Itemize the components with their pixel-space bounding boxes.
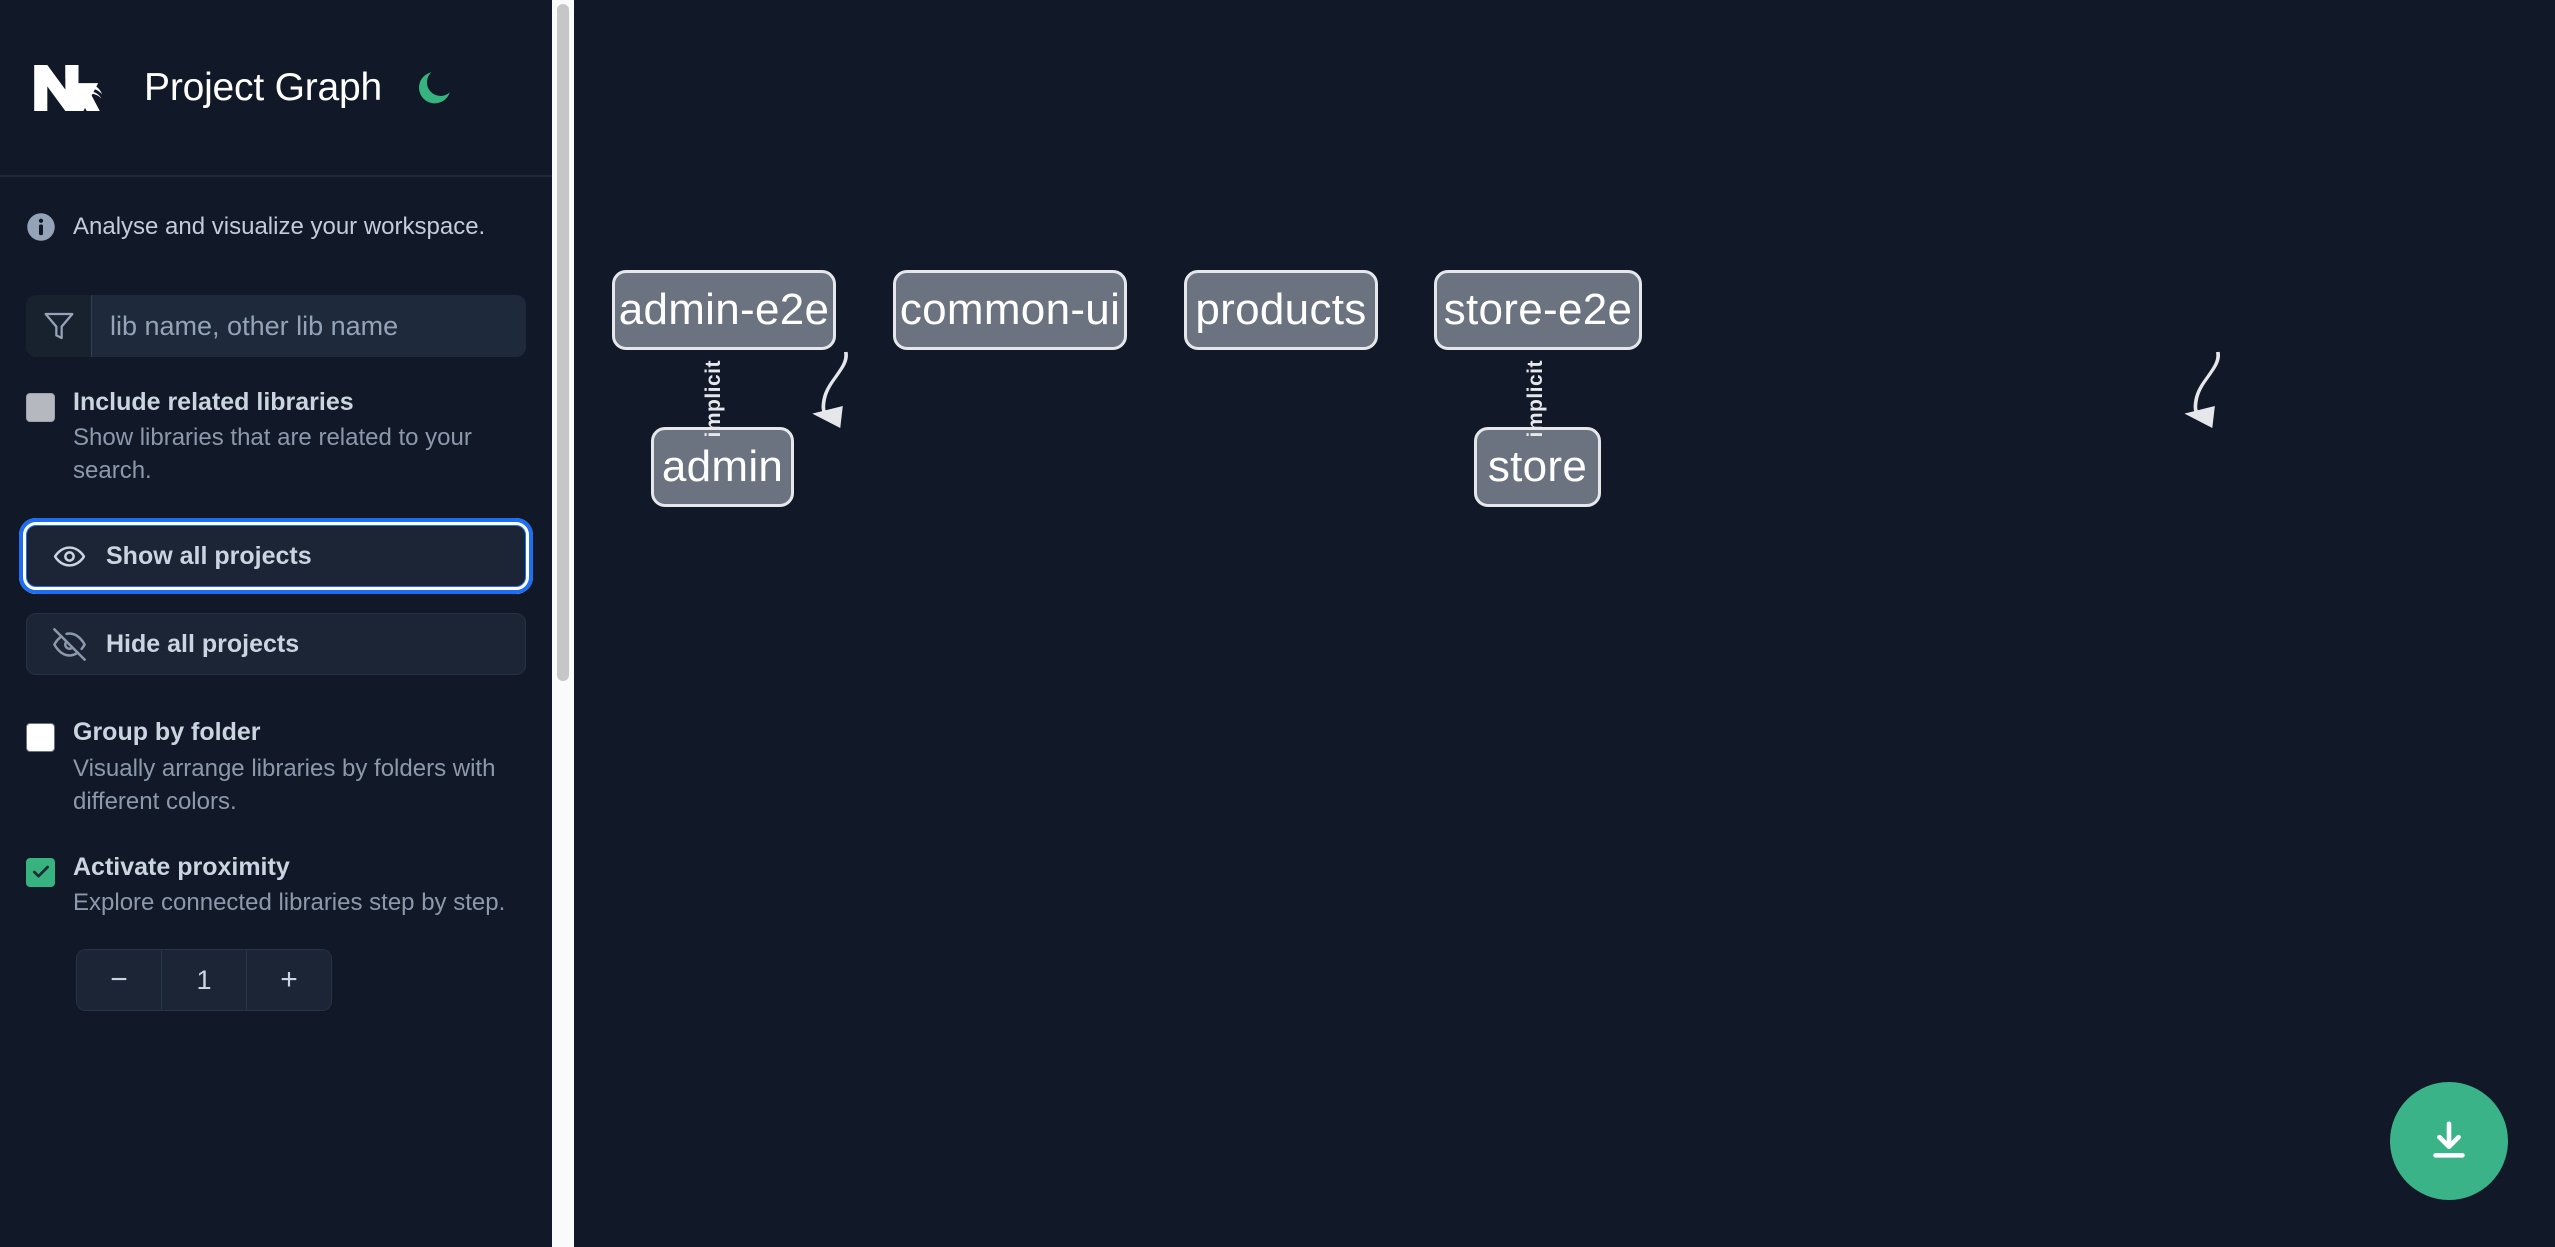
- option-texts: Activate proximity Explore connected lib…: [73, 852, 526, 919]
- option-description: Visually arrange libraries by folders wi…: [73, 754, 496, 815]
- info-icon: [26, 212, 56, 242]
- sidebar-scrollbar-thumb[interactable]: [557, 4, 569, 681]
- checkbox-include-related-libraries[interactable]: [26, 393, 55, 422]
- proximity-value: 1: [162, 950, 246, 1011]
- option-include-related-libraries[interactable]: Include related libraries Show libraries…: [26, 387, 526, 487]
- option-description: Explore connected libraries step by step…: [73, 889, 506, 917]
- option-description: Show libraries that are related to your …: [73, 424, 472, 485]
- graph-node-label: products: [1195, 285, 1367, 334]
- graph-node-label: common-ui: [899, 285, 1121, 334]
- edge-store-e2e-store: [2184, 351, 2220, 429]
- visibility-button-group: Show all projects Hide all projects: [19, 518, 533, 676]
- eye-off-icon: [53, 628, 86, 661]
- graph-node-label: store-e2e: [1443, 285, 1633, 334]
- option-texts: Group by folder Visually arrange librari…: [73, 717, 526, 817]
- download-icon: [2433, 1121, 2465, 1158]
- download-button[interactable]: [2390, 1082, 2508, 1200]
- stepper-divider: [161, 950, 162, 1011]
- workspace-blurb: Analyse and visualize your workspace.: [26, 177, 526, 277]
- graph-edges: [812, 351, 2220, 429]
- graph-node-store[interactable]: store: [1474, 427, 1601, 507]
- graph-canvas[interactable]: admin-e2e common-ui products store-e2e a…: [552, 0, 2555, 1247]
- checkbox-group-by-folder[interactable]: [26, 723, 55, 753]
- hide-all-projects-button[interactable]: Hide all projects: [26, 613, 526, 676]
- graph-node-common-ui[interactable]: common-ui: [893, 270, 1127, 350]
- edge-admin-e2e-admin: [812, 351, 848, 429]
- filter-icon: [26, 295, 92, 357]
- moon-icon[interactable]: [412, 66, 456, 110]
- proximity-stepper[interactable]: − 1 +: [76, 949, 332, 1012]
- sidebar-header: Project Graph: [0, 0, 552, 177]
- stepper-divider: [246, 950, 247, 1011]
- filter-field[interactable]: [26, 295, 526, 357]
- checkbox-activate-proximity[interactable]: [26, 857, 55, 887]
- option-title: Group by folder: [73, 718, 261, 747]
- show-all-projects-button[interactable]: Show all projects: [19, 518, 533, 595]
- option-title: Activate proximity: [73, 852, 290, 881]
- proximity-increment-button[interactable]: +: [247, 950, 331, 1011]
- graph-node-store-e2e[interactable]: store-e2e: [1434, 270, 1642, 350]
- graph-node-label: admin: [661, 442, 784, 491]
- workspace-blurb-text: Analyse and visualize your workspace.: [73, 213, 486, 240]
- option-texts: Include related libraries Show libraries…: [73, 387, 526, 487]
- option-title: Include related libraries: [73, 388, 354, 416]
- proximity-decrement-button[interactable]: −: [77, 950, 161, 1011]
- nx-logo-icon: [26, 47, 108, 129]
- sidebar-body: Analyse and visualize your workspace. In…: [0, 177, 552, 1012]
- search-input[interactable]: [92, 295, 526, 357]
- sidebar: Project Graph Analyse and visualize your…: [0, 0, 552, 1247]
- graph-node-products[interactable]: products: [1184, 270, 1378, 350]
- hide-all-projects-label: Hide all projects: [106, 629, 300, 658]
- eye-icon: [53, 540, 86, 573]
- graph-node-label: store: [1487, 442, 1588, 491]
- graph-node-label: admin-e2e: [618, 285, 830, 334]
- show-all-projects-label: Show all projects: [106, 541, 312, 570]
- graph-node-admin[interactable]: admin: [651, 427, 794, 507]
- page-title: Project Graph: [144, 65, 383, 109]
- option-activate-proximity[interactable]: Activate proximity Explore connected lib…: [26, 852, 526, 919]
- option-group-by-folder[interactable]: Group by folder Visually arrange librari…: [26, 717, 526, 817]
- graph-node-admin-e2e[interactable]: admin-e2e: [612, 270, 836, 350]
